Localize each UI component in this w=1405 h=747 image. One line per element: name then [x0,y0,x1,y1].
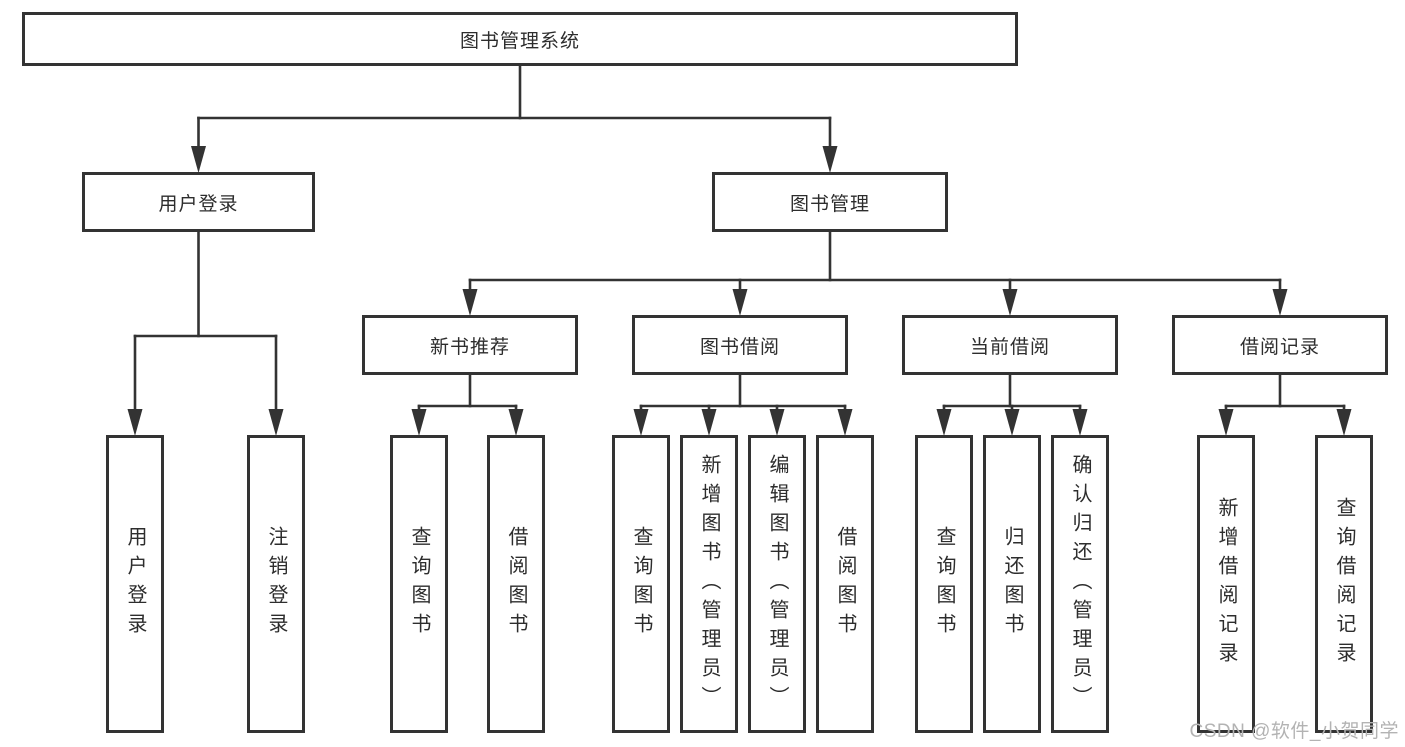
node-label: 查询借阅记录 [1333,497,1355,671]
node-label: 图书管理 [789,193,870,215]
leaf-borrow-books-recommendation: 借阅图书 [487,435,545,733]
node-label: 当前借阅 [969,336,1050,358]
node-book-management: 图书管理 [712,172,948,232]
node-label: 查询图书 [933,526,955,642]
node-label: 编辑图书（管理员） [766,453,788,715]
node-library-system: 图书管理系统 [22,12,1018,66]
node-label: 用户登录 [158,193,239,215]
csdn-watermark: CSDN @软件_小贺同学 [1189,721,1399,742]
node-label: 用户登录 [124,526,146,642]
leaf-borrow-books: 借阅图书 [816,435,874,733]
leaf-logout: 注销登录 [247,435,305,733]
node-current-borrowing: 当前借阅 [902,315,1118,375]
node-new-book-recommendation: 新书推荐 [362,315,578,375]
node-label: 注销登录 [265,526,287,642]
leaf-add-book-admin: 新增图书（管理员） [680,435,738,733]
leaf-user-login: 用户登录 [106,435,164,733]
leaf-query-borrowing-record: 查询借阅记录 [1315,435,1373,733]
node-label: 借阅图书 [505,526,527,642]
node-label: 借阅记录 [1239,336,1320,358]
leaf-confirm-return-admin: 确认归还（管理员） [1051,435,1109,733]
node-label: 查询图书 [630,526,652,642]
leaf-query-books-recommendation: 查询图书 [390,435,448,733]
node-label: 确认归还（管理员） [1069,453,1091,715]
node-label: 借阅图书 [834,526,856,642]
node-label: 图书借阅 [699,336,780,358]
node-label: 新增图书（管理员） [698,453,720,715]
node-label: 新增借阅记录 [1215,497,1237,671]
node-user-login: 用户登录 [82,172,315,232]
node-book-borrowing: 图书借阅 [632,315,848,375]
leaf-edit-book-admin: 编辑图书（管理员） [748,435,806,733]
node-label: 查询图书 [408,526,430,642]
leaf-add-borrowing-record: 新增借阅记录 [1197,435,1255,733]
node-label: 图书管理系统 [459,30,580,52]
node-borrowing-records: 借阅记录 [1172,315,1388,375]
leaf-return-books: 归还图书 [983,435,1041,733]
leaf-query-books-current: 查询图书 [915,435,973,733]
node-label: 归还图书 [1001,526,1023,642]
node-label: 新书推荐 [429,336,510,358]
leaf-query-books-borrowing: 查询图书 [612,435,670,733]
